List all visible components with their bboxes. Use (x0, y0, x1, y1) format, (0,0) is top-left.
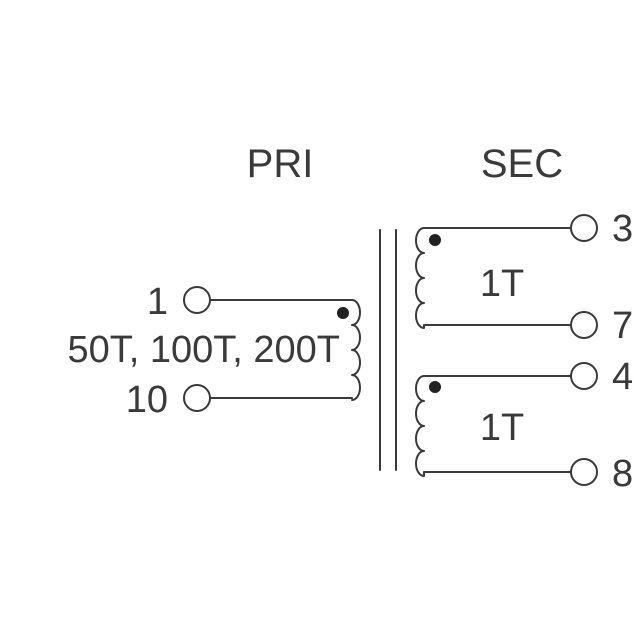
secondary-2-pin-top-label: 4 (612, 356, 633, 398)
primary-header: PRI (247, 142, 314, 186)
primary-winding: 1 10 50T, 100T, 200T (67, 281, 361, 421)
secondary-2-polarity-dot (429, 381, 441, 393)
secondary-1-coil (415, 227, 425, 329)
secondary-1-polarity-dot (429, 234, 441, 246)
secondary-1-pin-bottom-label: 7 (612, 305, 633, 347)
secondary-2-coil (415, 375, 425, 477)
secondary-winding-2: 4 8 1T (415, 356, 633, 495)
secondary-1-turns-label: 1T (480, 263, 524, 305)
secondary-2-pin-bottom-label: 8 (612, 453, 633, 495)
primary-polarity-dot (337, 307, 349, 319)
pin-1-terminal[interactable] (183, 286, 211, 314)
secondary-1-pin-top-label: 3 (612, 208, 633, 250)
transformer-core (379, 229, 397, 471)
pin-10-terminal[interactable] (183, 384, 211, 412)
pin-4-terminal[interactable] (570, 362, 598, 390)
pin-8-terminal[interactable] (570, 458, 598, 486)
pin-3-terminal[interactable] (570, 214, 598, 242)
secondary-header: SEC (481, 142, 563, 186)
secondary-2-turns-label: 1T (480, 407, 524, 449)
primary-pin-bottom-label: 10 (126, 379, 168, 421)
pin-7-terminal[interactable] (570, 311, 598, 339)
primary-pin-top-label: 1 (147, 281, 168, 323)
primary-coil (351, 299, 361, 401)
primary-turns-label: 50T, 100T, 200T (67, 329, 340, 371)
secondary-winding-1: 3 7 1T (415, 208, 633, 347)
